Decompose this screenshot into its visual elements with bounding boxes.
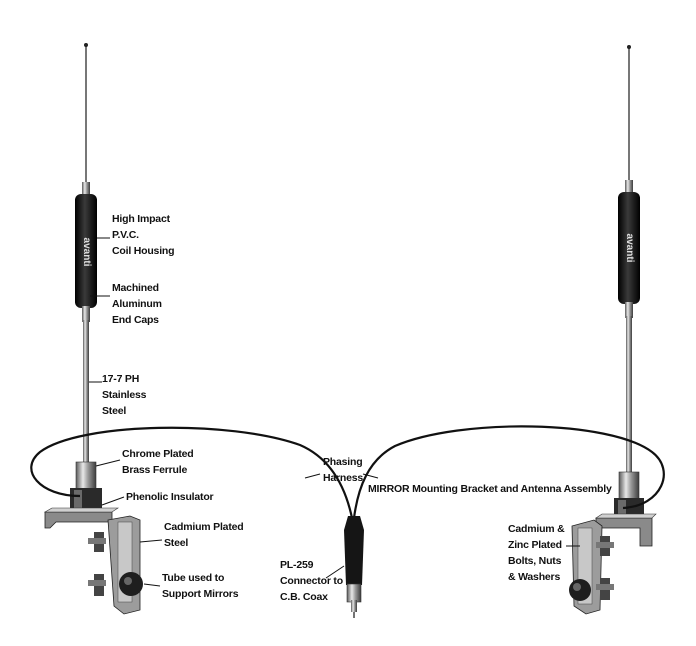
label-bracket-assembly: MIRROR Mounting Bracket and Antenna Asse… [368, 483, 612, 495]
right-coil-housing [618, 192, 640, 304]
label-phasing-harness: Phasing Harness [323, 456, 365, 484]
right-brand-logo: avanti [624, 234, 635, 263]
left-end-cap-top [82, 182, 90, 196]
left-brand-logo: avanti [81, 238, 92, 267]
left-bracket-plate [44, 511, 113, 529]
harness-cable-left [30, 426, 354, 519]
label-ferrule: Chrome Plated Brass Ferrule [122, 448, 196, 476]
right-whip-lower [626, 316, 632, 476]
left-mirror-tube [119, 572, 143, 596]
right-end-cap-bottom [625, 302, 633, 318]
label-end-caps: Machined Aluminum End Caps [112, 282, 164, 326]
label-hardware: Cadmium & Zinc Plated Bolts, Nuts & Wash… [508, 523, 567, 583]
left-antenna: avanti [43, 43, 143, 615]
left-end-cap-bottom [82, 306, 90, 322]
label-connector: PL-259 Connector to C.B. Coax [280, 559, 346, 603]
left-whip-tip [84, 43, 88, 47]
left-whip-lower [83, 320, 89, 462]
left-coil-housing [75, 194, 97, 308]
right-antenna: avanti [569, 45, 657, 615]
pl259-connector-shell [346, 583, 362, 603]
right-mirror-tube [569, 579, 591, 601]
pl259-connector-body [344, 516, 364, 585]
label-insulator: Phenolic Insulator [126, 491, 214, 503]
label-coil-housing: High Impact P.V.C. Coil Housing [112, 213, 174, 257]
label-steel-whip: 17-7 PH Stainless Steel [102, 373, 149, 417]
left-ferrule [75, 461, 97, 491]
harness-cable-right [352, 425, 665, 519]
right-end-cap-top [625, 180, 633, 194]
label-cadmium-steel: Cadmium Plated Steel [164, 521, 246, 549]
phasing-harness [30, 425, 665, 618]
leader-lines [89, 237, 580, 587]
right-ferrule [618, 471, 640, 501]
right-whip-tip [627, 45, 631, 49]
label-tube: Tube used to Support Mirrors [162, 572, 239, 600]
